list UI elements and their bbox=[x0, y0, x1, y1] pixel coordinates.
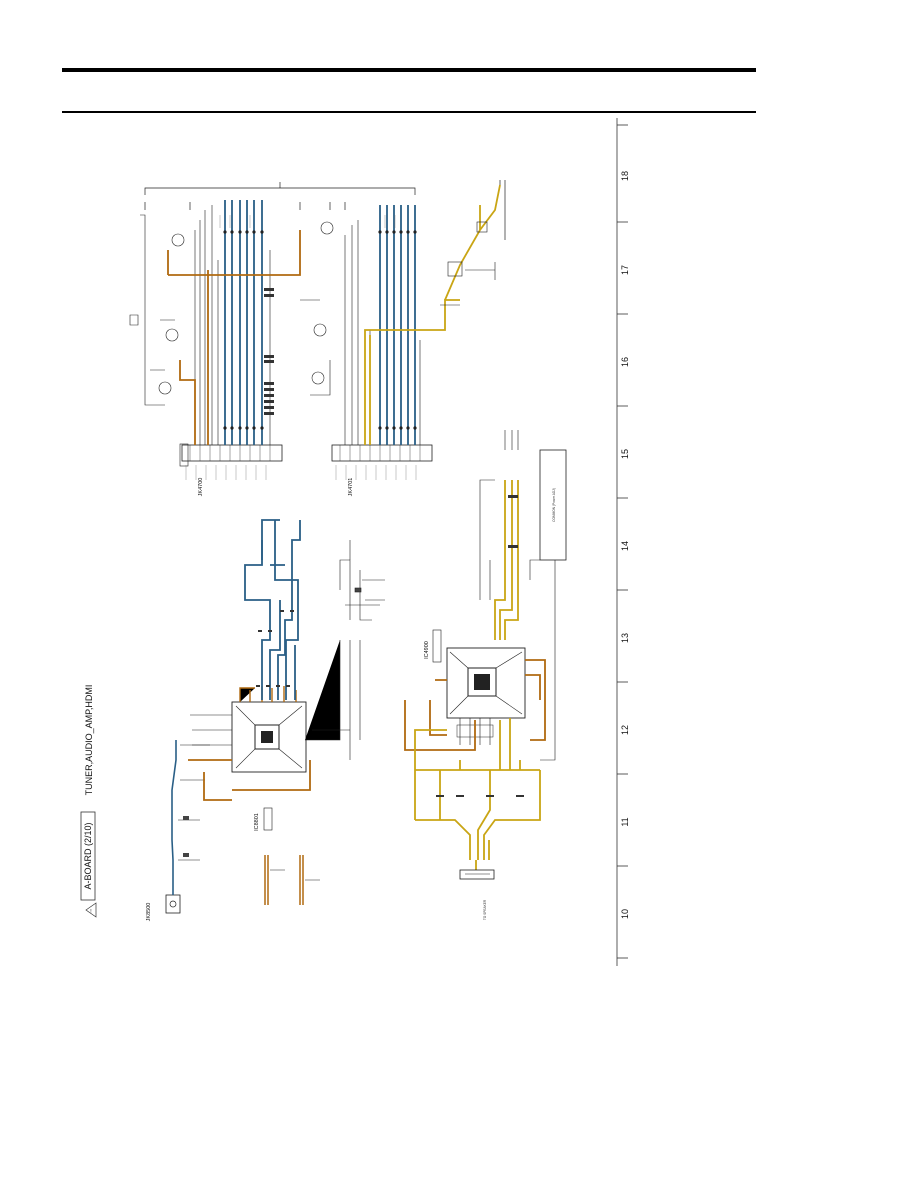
grid-label-16: 16 bbox=[620, 357, 630, 367]
jk4700-hdmi: JK4700 bbox=[179, 443, 283, 497]
grid-label-18: 18 bbox=[620, 171, 630, 181]
jk4701-hdmi: JK4701 bbox=[331, 444, 433, 497]
grid-column-strip bbox=[616, 118, 628, 966]
hdmi1-lines bbox=[194, 200, 271, 445]
grid-label-13: 13 bbox=[620, 633, 630, 643]
passive-strips bbox=[264, 855, 320, 905]
audio-blue-bus bbox=[244, 519, 301, 700]
pin-label-hatching bbox=[185, 215, 417, 480]
sheet-title: TUNER,AUDIO_AMP,HDMI bbox=[84, 685, 94, 796]
analog-filter bbox=[339, 540, 385, 760]
ic8801-ref: IC8801 bbox=[254, 813, 260, 831]
warning-triangle-icon bbox=[85, 902, 97, 918]
grid-labels: 10 11 12 13 14 15 16 17 18 bbox=[620, 171, 630, 919]
ic4900-ref: IC4900 bbox=[424, 641, 430, 659]
grid-label-15: 15 bbox=[620, 449, 630, 459]
common-power-label: COMMON (Power ADJ) bbox=[552, 488, 556, 522]
hdmi2-lines bbox=[344, 205, 421, 445]
grid-label-11: 11 bbox=[620, 817, 630, 826]
grid-label-10: 10 bbox=[620, 909, 630, 919]
header-rule-top bbox=[62, 68, 756, 72]
resistor-arrays bbox=[264, 288, 274, 415]
grid-label-17: 17 bbox=[620, 265, 630, 275]
jk4701-ref: JK4701 bbox=[348, 478, 354, 497]
grid-label-14: 14 bbox=[620, 541, 630, 551]
jk8500-ref: JK8500 bbox=[146, 903, 152, 922]
bus-markers bbox=[223, 230, 417, 430]
title-block: ! A-BOARD (2/10) TUNER,AUDIO_AMP,HDMI bbox=[80, 685, 97, 918]
board-title-box bbox=[80, 811, 96, 901]
hdmi-yellow-traces bbox=[364, 184, 501, 445]
jk8500-tuner: JK8500 bbox=[146, 740, 210, 921]
amp-orange-loops bbox=[404, 659, 546, 751]
speaker-connector-label: TO SPEAKER bbox=[483, 899, 487, 920]
grid-label-12: 12 bbox=[620, 725, 630, 735]
hdmi-orange-traces bbox=[167, 230, 301, 445]
ic8801: IC8801 bbox=[188, 640, 350, 831]
board-title: A-BOARD (2/10) bbox=[83, 822, 93, 889]
speaker-connector: TO SPEAKER bbox=[459, 869, 495, 920]
common-power-block: COMMON (Power ADJ) bbox=[479, 430, 567, 761]
warning-mark: ! bbox=[90, 909, 91, 915]
ic4900-audio-amp: IC4900 bbox=[424, 629, 526, 745]
jk4700-ref: JK4700 bbox=[198, 478, 204, 497]
control-transistors bbox=[129, 214, 496, 406]
header-rule-bottom bbox=[62, 111, 756, 113]
audio-caps bbox=[256, 610, 294, 687]
speaker-caps bbox=[436, 495, 524, 797]
top-bus-bracket bbox=[144, 180, 506, 240]
